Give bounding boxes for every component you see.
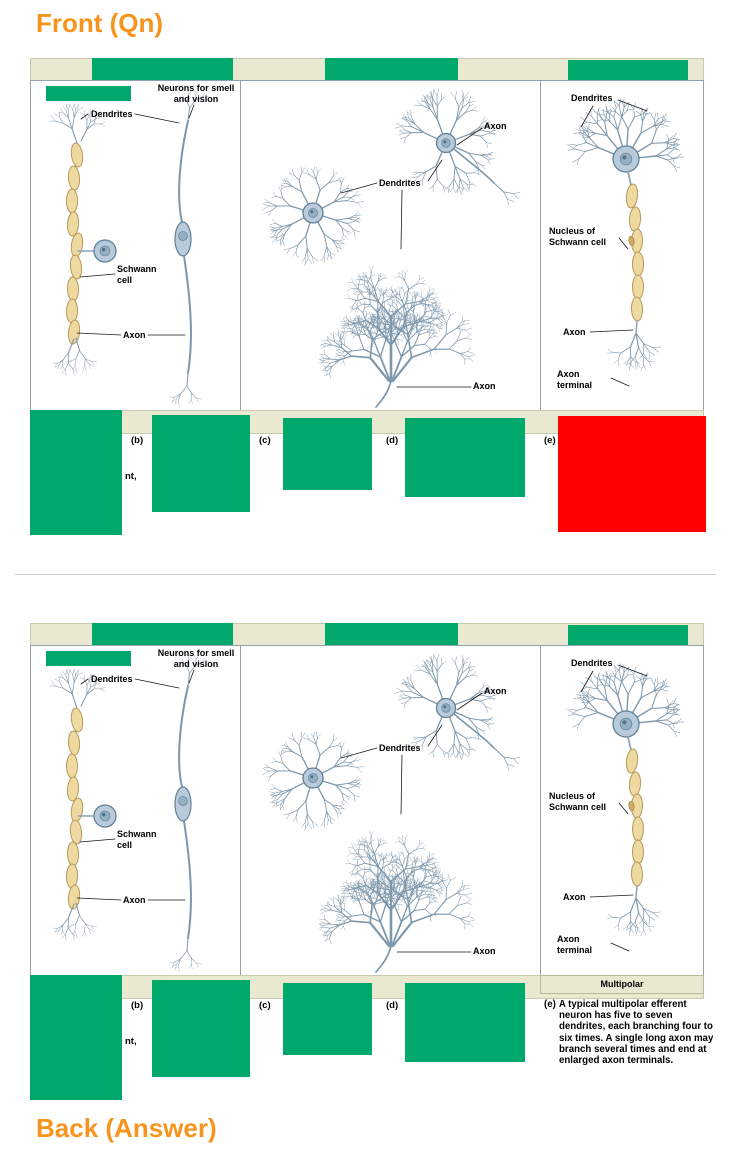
label-nucleus-schwann: Nucleus of Schwann cell (549, 791, 607, 812)
label-axon: Axon (123, 895, 146, 905)
panel-multipolar-purkinje: Axon Dendrites Axon (240, 645, 543, 977)
label-dendrites: Dendrites (379, 743, 421, 753)
occlusion-mask-green (46, 651, 131, 666)
occlusion-mask-green (568, 625, 688, 645)
occlusion-mask-green (92, 58, 233, 80)
caption-letter-c: (c) (259, 1000, 271, 1011)
panel-c-illustration (567, 98, 684, 387)
label-axon-terminal: Axon terminal (557, 934, 593, 955)
neuron-figure-back: Neurons for smell and vision Dendrites S… (30, 623, 713, 1115)
panel-b-illustration (262, 653, 521, 973)
occlusion-mask-green (283, 418, 372, 490)
occlusion-mask-red-active (558, 416, 706, 532)
occlusion-mask-green (46, 86, 131, 101)
panel-motor-neuron: Dendrites Nucleus of Schwann cell Axon A… (540, 645, 704, 977)
label-schwann-cell: Schwann cell (117, 264, 157, 285)
label-nucleus-schwann: Nucleus of Schwann cell (549, 226, 607, 247)
panel-unipolar-bipolar: Neurons for smell and vision Dendrites S… (30, 80, 243, 412)
caption-letter-b: (b) (131, 1000, 144, 1011)
back-section-title: Back (Answer) (36, 1113, 217, 1143)
caption-letter-e: (e) (544, 999, 556, 1010)
neuron-figure-front: Neurons for smell and vision Dendrites S… (30, 58, 706, 535)
occlusion-mask-green (405, 983, 525, 1062)
caption-e-text: A typical multipolar efferent neuron has… (558, 999, 714, 1067)
label-schwann-cell: Schwann cell (117, 829, 157, 850)
label-axon: Axon (563, 892, 586, 902)
occlusion-mask-green (325, 58, 458, 80)
label-axon: Axon (484, 121, 507, 131)
caption-letter-d: (d) (386, 1000, 399, 1011)
occlusion-mask-green (325, 623, 458, 645)
occlusion-mask-green (568, 60, 688, 80)
panel-b-illustration (262, 88, 521, 408)
panel-a-illustration (49, 90, 209, 407)
partial-caption-text: nt, (125, 471, 137, 482)
label-axon-terminal: Axon terminal (557, 369, 593, 390)
occlusion-mask-green (30, 975, 122, 1100)
panel-motor-neuron: Dendrites Nucleus of Schwann cell Axon A… (540, 80, 704, 412)
panel-a-illustration (49, 655, 209, 972)
card-divider (15, 574, 716, 575)
label-dendrites: Dendrites (91, 109, 133, 119)
caption-letter-e: (e) (544, 435, 556, 446)
label-dendrites: Dendrites (571, 93, 613, 103)
partial-caption-text: nt, (125, 1036, 137, 1047)
occlusion-mask-green (283, 983, 372, 1055)
panel-a-title: Neurons for smell and vision (157, 648, 235, 669)
panel-c-illustration (567, 663, 684, 952)
label-axon: Axon (123, 330, 146, 340)
caption-letter-b: (b) (131, 435, 144, 446)
label-axon: Axon (473, 946, 496, 956)
multipolar-type-bar: Multipolar (540, 975, 704, 994)
occlusion-mask-green (92, 623, 233, 645)
label-axon: Axon (473, 381, 496, 391)
label-dendrites: Dendrites (91, 674, 133, 684)
caption-e-revealed: (e)A typical multipolar efferent neuron … (544, 999, 721, 1066)
label-axon: Axon (484, 686, 507, 696)
caption-letter-c: (c) (259, 435, 271, 446)
panel-unipolar-bipolar: Neurons for smell and vision Dendrites S… (30, 645, 243, 977)
label-dendrites: Dendrites (571, 658, 613, 668)
panel-multipolar-purkinje: Axon Dendrites Axon (240, 80, 543, 412)
occlusion-mask-green (152, 980, 250, 1077)
occlusion-mask-green (152, 415, 250, 512)
panel-a-title: Neurons for smell and vision (157, 83, 235, 104)
occlusion-mask-green (30, 410, 122, 535)
front-section-title: Front (Qn) (36, 8, 164, 38)
label-axon: Axon (563, 327, 586, 337)
caption-letter-d: (d) (386, 435, 399, 446)
label-dendrites: Dendrites (379, 178, 421, 188)
occlusion-mask-green (405, 418, 525, 497)
